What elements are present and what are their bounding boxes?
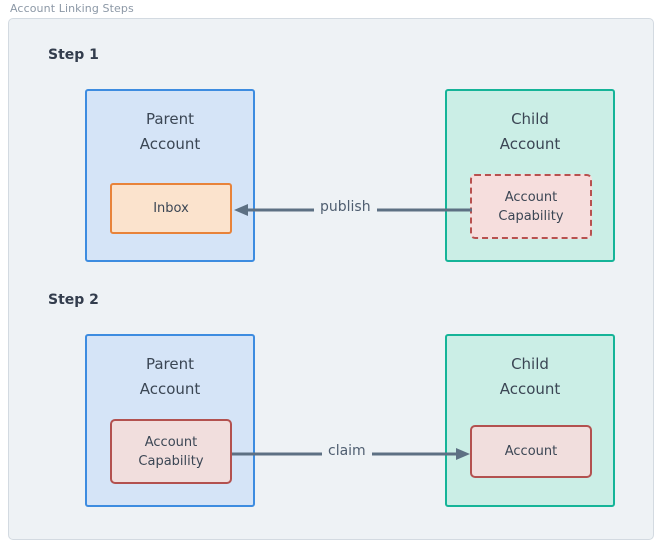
step-1-inbox-box[interactable]: Inbox: [110, 183, 232, 234]
step-1-account-capability-box[interactable]: Account Capability: [470, 174, 592, 239]
step-1-connector-label: publish: [314, 197, 377, 217]
step-2-heading: Step 2: [48, 292, 99, 308]
step-2-parent-account-title: Parent Account: [139, 355, 201, 398]
step-1-child-account-box[interactable]: Child Account Account Capability: [445, 89, 615, 262]
step-2-child-account-box[interactable]: Child Account Account: [445, 334, 615, 507]
step-1-child-account-title: Child Account: [499, 110, 561, 153]
diagram-frame-title: Account Linking Steps: [10, 2, 134, 15]
step-1-heading: Step 1: [48, 47, 99, 63]
step-1-parent-account-title: Parent Account: [139, 110, 201, 153]
step-2-child-account-title: Child Account: [499, 355, 561, 398]
step-1-connector-publish: publish: [232, 197, 472, 227]
step-1-parent-account-box[interactable]: Parent Account Inbox: [85, 89, 255, 262]
step-2-connector-claim: claim: [232, 441, 472, 471]
step-2-account-box[interactable]: Account: [470, 425, 592, 478]
step-2-connector-label: claim: [322, 441, 372, 461]
step-2-parent-account-box[interactable]: Parent Account Account Capability: [85, 334, 255, 507]
step-2-account-capability-box[interactable]: Account Capability: [110, 419, 232, 484]
